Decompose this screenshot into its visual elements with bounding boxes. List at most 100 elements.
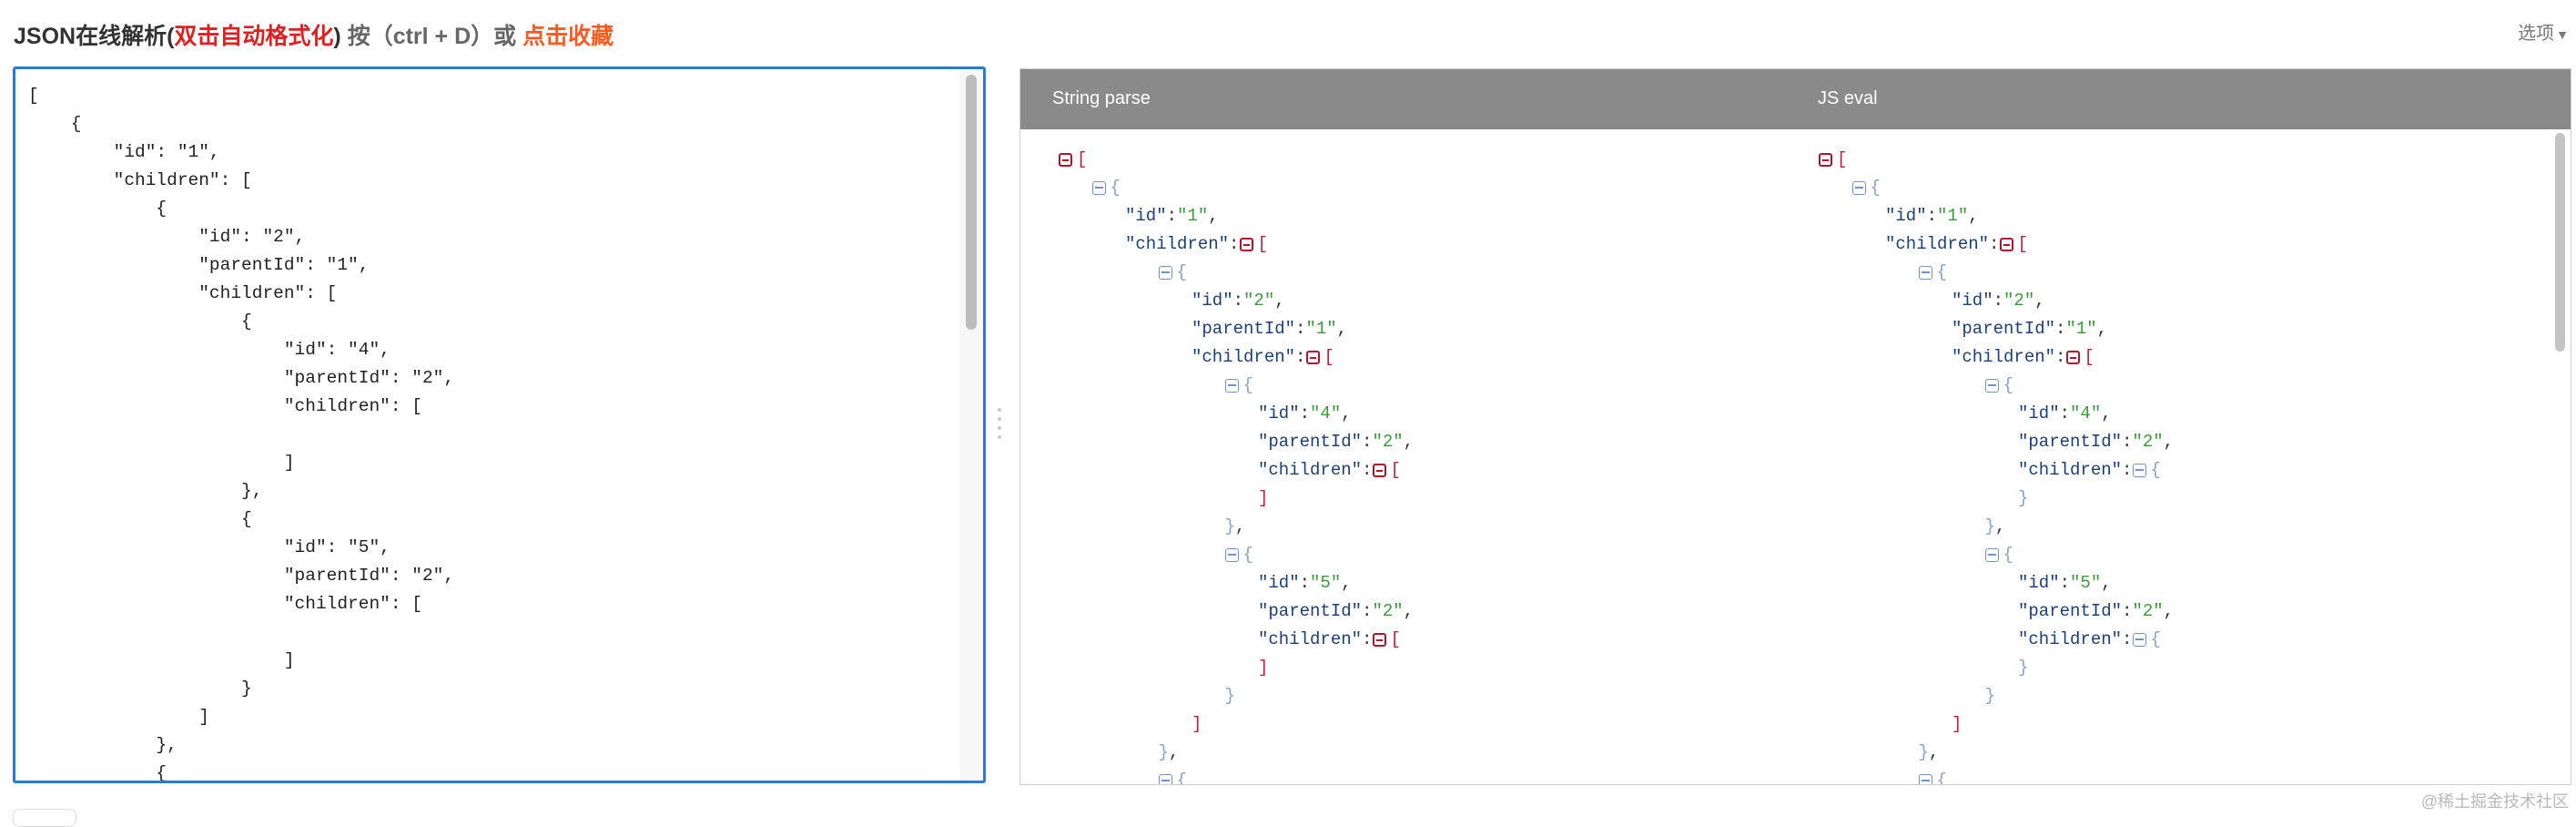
tree-open-bracket: { xyxy=(1936,771,1947,785)
collapse-toggle-icon[interactable] xyxy=(1851,181,1866,195)
tree-close-bracket: } xyxy=(2018,658,2029,678)
tree-key: "id" xyxy=(1952,291,1993,311)
collapse-toggle-icon[interactable] xyxy=(2065,351,2080,364)
collapse-toggle-icon[interactable] xyxy=(1984,379,1999,393)
tree-key: "children" xyxy=(1192,347,1296,367)
collapse-toggle-icon[interactable] xyxy=(1918,266,1932,280)
collapse-toggle-icon[interactable] xyxy=(1158,774,1172,784)
tree-colon: : xyxy=(2059,573,2071,593)
collapse-toggle-icon[interactable] xyxy=(1224,548,1239,562)
tree-line: "id":"5", xyxy=(2018,569,2174,597)
tree-line: "children":[ xyxy=(1125,230,1414,259)
tree-key: "children" xyxy=(2018,629,2123,649)
tree-open-bracket: { xyxy=(1242,375,1253,395)
tree-open-bracket: { xyxy=(1242,545,1253,565)
tree-line: ] xyxy=(1192,710,1414,739)
collapse-toggle-icon[interactable] xyxy=(1158,266,1172,280)
tree-colon: : xyxy=(2122,629,2133,649)
tree-line: "id":"4", xyxy=(2018,400,2174,428)
result-scrollbar-thumb[interactable] xyxy=(2555,133,2565,352)
collapse-toggle-icon[interactable] xyxy=(1372,464,1386,477)
collapse-toggle-icon[interactable] xyxy=(1819,153,1832,167)
collapse-toggle-icon[interactable] xyxy=(1999,238,2013,251)
collapse-toggle-icon[interactable] xyxy=(1224,379,1239,393)
options-dropdown[interactable]: 选项▼ xyxy=(2518,20,2569,48)
bottom-tab-stub[interactable] xyxy=(13,809,76,827)
tree-close-bracket: } xyxy=(1984,686,1995,706)
panel-resize-handle[interactable] xyxy=(997,408,1002,448)
tree-comma: , xyxy=(1336,319,1348,339)
json-input-editor[interactable]: [ { "id": "1", "children": [ { "id": "2"… xyxy=(13,66,986,783)
tree-value: "2" xyxy=(2003,291,2035,311)
tree-colon: : xyxy=(1993,291,2004,311)
tree-open-bracket: [ xyxy=(2017,234,2028,254)
tree-key: "parentId" xyxy=(1952,319,2056,339)
editor-scrollbar[interactable] xyxy=(959,69,983,781)
collapse-toggle-icon[interactable] xyxy=(1091,181,1106,195)
tree-open-bracket: { xyxy=(2150,629,2161,649)
tab-js-eval[interactable]: JS eval xyxy=(1818,88,1878,108)
tree-colon: : xyxy=(1926,206,1938,226)
title-shortcut-hint: 按（ctrl + D）或 xyxy=(347,24,517,49)
tree-line: }, xyxy=(1159,739,1415,767)
tree-colon: : xyxy=(2122,601,2133,621)
tree-value: "2" xyxy=(1243,291,1275,311)
editor-scrollbar-thumb[interactable] xyxy=(966,75,977,330)
tree-line: "id":"1", xyxy=(1885,202,2174,230)
tree-comma: , xyxy=(2096,319,2108,339)
tree-line: "id":"5", xyxy=(1258,569,1414,597)
tree-colon: : xyxy=(1299,573,1311,593)
tree-value: "1" xyxy=(1937,206,1969,226)
tree-line: "id":"1", xyxy=(1125,202,1414,230)
tree-colon: : xyxy=(1362,432,1373,452)
collapse-toggle-icon[interactable] xyxy=(1239,238,1253,251)
tree-line: "children":[ xyxy=(1258,456,1414,485)
collapse-toggle-icon[interactable] xyxy=(1372,633,1386,647)
tree-line: "id":"4", xyxy=(1258,400,1414,428)
collapse-toggle-icon[interactable] xyxy=(2132,633,2146,647)
tree-comma: , xyxy=(1928,742,1940,762)
tree-line: { xyxy=(1224,372,1415,400)
tree-key: "children" xyxy=(1258,460,1363,480)
tree-colon: : xyxy=(1232,291,1244,311)
collapse-toggle-icon[interactable] xyxy=(2132,464,2146,477)
tree-line: "parentId":"1", xyxy=(1192,315,1414,343)
tab-string-parse[interactable]: String parse xyxy=(1052,88,1151,108)
tree-line: { xyxy=(1224,541,1415,569)
tree-comma: , xyxy=(1341,573,1352,593)
tree-close-bracket: } xyxy=(1158,742,1169,762)
title-double-click-hint: 双击自动格式化 xyxy=(174,24,334,49)
collapse-toggle-icon[interactable] xyxy=(1984,548,1999,562)
tree-colon: : xyxy=(2059,403,2071,424)
tree-close-bracket: ] xyxy=(1952,714,1962,734)
tree-value: "1" xyxy=(1177,206,1209,226)
page-title: JSON在线解析(双击自动格式化) 按（ctrl + D）或 点击收藏 xyxy=(14,18,614,55)
title-main: JSON在线解析( xyxy=(14,24,175,49)
tree-line: [ xyxy=(1819,146,2174,174)
bookmark-link[interactable]: 点击收藏 xyxy=(522,24,614,49)
tree-close-bracket: ] xyxy=(1192,714,1202,734)
tree-comma: , xyxy=(1994,516,2006,536)
tree-value: "2" xyxy=(2132,432,2164,452)
tree-key: "parentId" xyxy=(2018,601,2123,621)
tree-comma: , xyxy=(2034,291,2045,311)
parse-result-panel: String parse JS eval [{"id":"1","childre… xyxy=(1019,68,2571,785)
tree-colon: : xyxy=(1299,403,1311,424)
tree-key: "children" xyxy=(1952,347,2056,367)
tree-value: "5" xyxy=(2070,573,2102,593)
tree-key: "id" xyxy=(1258,573,1300,593)
tree-line: ] xyxy=(1258,654,1414,682)
collapse-toggle-icon[interactable] xyxy=(1918,774,1932,784)
collapse-toggle-icon[interactable] xyxy=(1059,153,1072,167)
tree-line: "children":{ xyxy=(2018,456,2174,485)
collapse-toggle-icon[interactable] xyxy=(1305,351,1320,364)
tree-line: "parentId":"2", xyxy=(1258,428,1414,456)
tree-line: "id":"2", xyxy=(1952,287,2174,315)
tree-key: "parentId" xyxy=(1258,432,1363,452)
tree-line: "children":[ xyxy=(1885,230,2174,259)
tree-open-bracket: [ xyxy=(1257,234,1268,254)
tree-comma: , xyxy=(2101,403,2112,424)
json-input-text[interactable]: [ { "id": "1", "children": [ { "id": "2"… xyxy=(28,86,455,783)
tree-comma: , xyxy=(1403,601,1415,621)
tree-key: "parentId" xyxy=(1192,319,1296,339)
